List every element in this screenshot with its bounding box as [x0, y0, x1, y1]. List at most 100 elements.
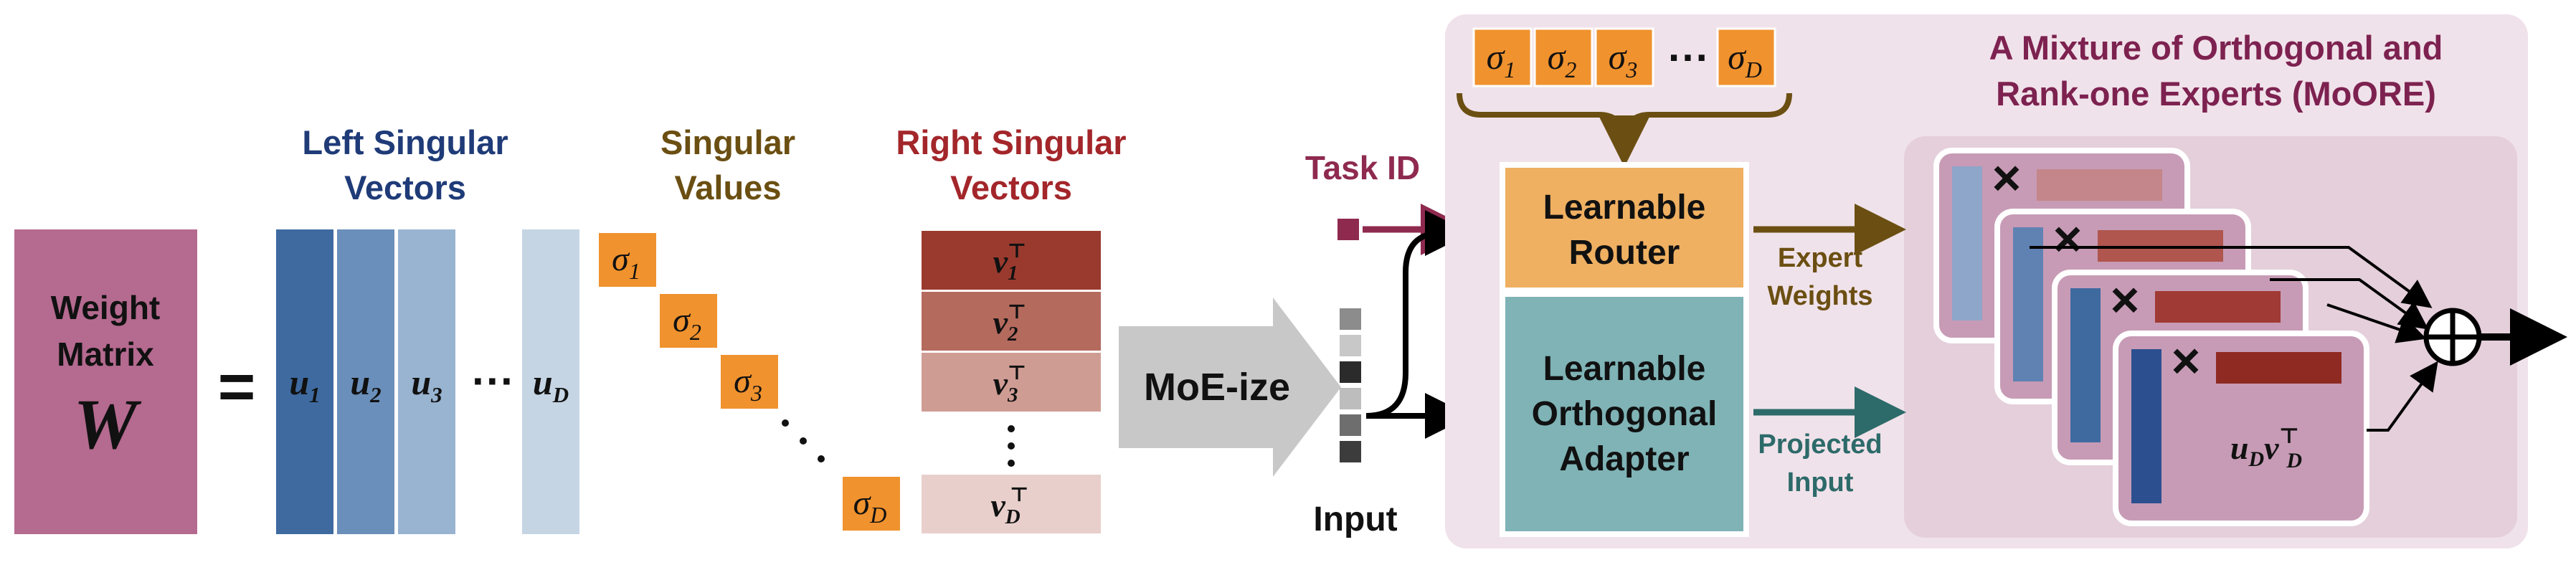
- expert-v-row-3: [2155, 291, 2281, 323]
- left-vector-column-2: [337, 229, 394, 534]
- singular-values-dot: [818, 455, 825, 462]
- singular-values-dot: [800, 437, 807, 445]
- right-vectors-dot: [1008, 460, 1015, 467]
- input-to-router-arrow: [1365, 210, 1471, 419]
- left-vector-label-2: u2: [350, 362, 381, 407]
- weight-matrix-box: [14, 229, 197, 534]
- router-label-1: Learnable: [1543, 189, 1706, 227]
- task-id-label: Task ID: [1305, 149, 1420, 186]
- left-vector-columns: u1 u2 u3 uD: [276, 229, 579, 534]
- right-vector-label-2: v2⊤: [993, 301, 1027, 346]
- adapter-label-2: Orthogonal: [1532, 395, 1718, 433]
- learnable-router-box[interactable]: [1500, 162, 1749, 293]
- sigma-bar-label-1: σ1: [1487, 37, 1516, 82]
- projected-input-label-2: Input: [1787, 467, 1854, 498]
- adapter-label-3: Adapter: [1559, 440, 1689, 478]
- right-vector-label-1: v1⊤: [993, 240, 1027, 285]
- expert-times-3: ×: [2111, 272, 2140, 328]
- right-vectors-title-1: Right Singular: [896, 123, 1126, 161]
- singular-value-label-2: σ2: [673, 301, 701, 345]
- expert-v-row-1: [2037, 169, 2162, 201]
- input-label: Input: [1313, 500, 1397, 538]
- weight-matrix-label-1: Weight: [51, 289, 160, 326]
- right-vector-label-3: v3⊤: [993, 362, 1027, 407]
- sigma-bar-label-3: σ3: [1609, 37, 1638, 82]
- left-vectors-ellipsis: ···: [472, 357, 515, 405]
- singular-value-box-2: [660, 294, 717, 348]
- router-label-2: Router: [1569, 234, 1680, 272]
- input-token: [1340, 441, 1361, 462]
- rank-one-experts: × × × ×: [1933, 148, 2369, 526]
- left-vector-column-4: [522, 229, 579, 534]
- singular-values-diagonal: σ1 σ2 σ3 σD: [599, 233, 900, 531]
- sigma-bar-box-D: [1716, 27, 1776, 87]
- weight-matrix-symbol: W: [74, 384, 142, 464]
- expert-u-bar-4: [2131, 349, 2161, 503]
- right-vector-row-D: [922, 475, 1101, 533]
- left-vector-label-1: u1: [289, 362, 320, 407]
- sigma-bar: σ1 σ2 σ3 σD: [1472, 27, 1776, 87]
- input-token-stack: [1340, 308, 1361, 462]
- singular-values-title-1: Singular: [660, 123, 795, 161]
- input-token: [1340, 361, 1361, 383]
- left-vector-column-1: [276, 229, 333, 534]
- left-vector-column-3: [398, 229, 455, 534]
- expert-u-bar-1: [1952, 166, 1982, 320]
- equals-sign: =: [218, 351, 256, 423]
- expert-u-bar-2: [2013, 227, 2043, 381]
- singular-value-label-1: σ1: [612, 240, 640, 284]
- expert-weights-label-2: Weights: [1767, 281, 1872, 311]
- input-token: [1340, 308, 1361, 330]
- right-vector-row-2: [922, 292, 1101, 351]
- expert4-to-sum-arrow: [2367, 361, 2438, 432]
- right-vector-label-D: vD⊤: [990, 484, 1028, 528]
- input-token: [1340, 414, 1361, 436]
- moore-title-2: Rank-one Experts (MoORE): [1996, 75, 2436, 113]
- expert-v-row-4: [2216, 352, 2341, 384]
- sigma-bar-box-1: [1472, 27, 1533, 87]
- sigma-bar-label-2: σ2: [1548, 37, 1577, 82]
- sigma-bar-ellipsis: ···: [1668, 34, 1710, 81]
- right-vectors-dot: [1008, 442, 1015, 450]
- projected-input-label-1: Projected: [1758, 429, 1882, 460]
- singular-value-label-D: σD: [853, 484, 887, 528]
- singular-value-box-D: [843, 477, 900, 531]
- task-id-token: [1337, 219, 1359, 240]
- left-vectors-title-2: Vectors: [344, 168, 466, 206]
- right-vectors-title-2: Vectors: [950, 168, 1072, 206]
- right-vector-row-1: [922, 231, 1101, 290]
- singular-values-title-2: Values: [675, 168, 782, 206]
- moe-ize-arrow-shape: [1119, 298, 1341, 477]
- input-token: [1340, 388, 1361, 409]
- adapter-label-1: Learnable: [1543, 350, 1706, 388]
- singular-value-box-1: [599, 233, 656, 287]
- expert2-to-sum-arrow: [2270, 278, 2429, 330]
- expert3-to-sum-arrow: [2326, 303, 2427, 343]
- weight-matrix-label-2: Matrix: [57, 336, 154, 373]
- expert-last-label: uDv⊤D: [2230, 424, 2302, 472]
- left-vectors-title-1: Left Singular: [302, 123, 508, 161]
- expert1-to-sum-arrow: [2030, 246, 2433, 308]
- expert-times-1: ×: [1992, 150, 2022, 206]
- left-vector-label-D: uD: [533, 362, 569, 407]
- expert-times-2: ×: [2053, 211, 2083, 267]
- expert-times-4: ×: [2172, 333, 2201, 389]
- singular-values-dot: [782, 419, 789, 427]
- expert-weights-label-1: Expert: [1778, 243, 1863, 273]
- singular-value-box-3: [721, 355, 778, 409]
- moe-ize-label: MoE-ize: [1144, 366, 1290, 409]
- input-token: [1340, 335, 1361, 356]
- right-vectors-dot: [1008, 425, 1015, 432]
- sigma-bar-box-3: [1594, 27, 1654, 87]
- sigma-bar-label-D: σD: [1728, 37, 1762, 82]
- learnable-adapter-box[interactable]: [1500, 291, 1749, 537]
- sigma-bar-box-2: [1533, 27, 1594, 87]
- left-vector-label-3: u3: [411, 362, 442, 407]
- moore-title-1: A Mixture of Orthogonal and: [1989, 29, 2443, 67]
- singular-value-label-3: σ3: [734, 362, 762, 406]
- expert-u-bar-3: [2070, 288, 2101, 442]
- right-vector-rows: v1⊤ v2⊤ v3⊤ vD⊤: [922, 231, 1101, 533]
- right-vector-row-3: [922, 353, 1101, 412]
